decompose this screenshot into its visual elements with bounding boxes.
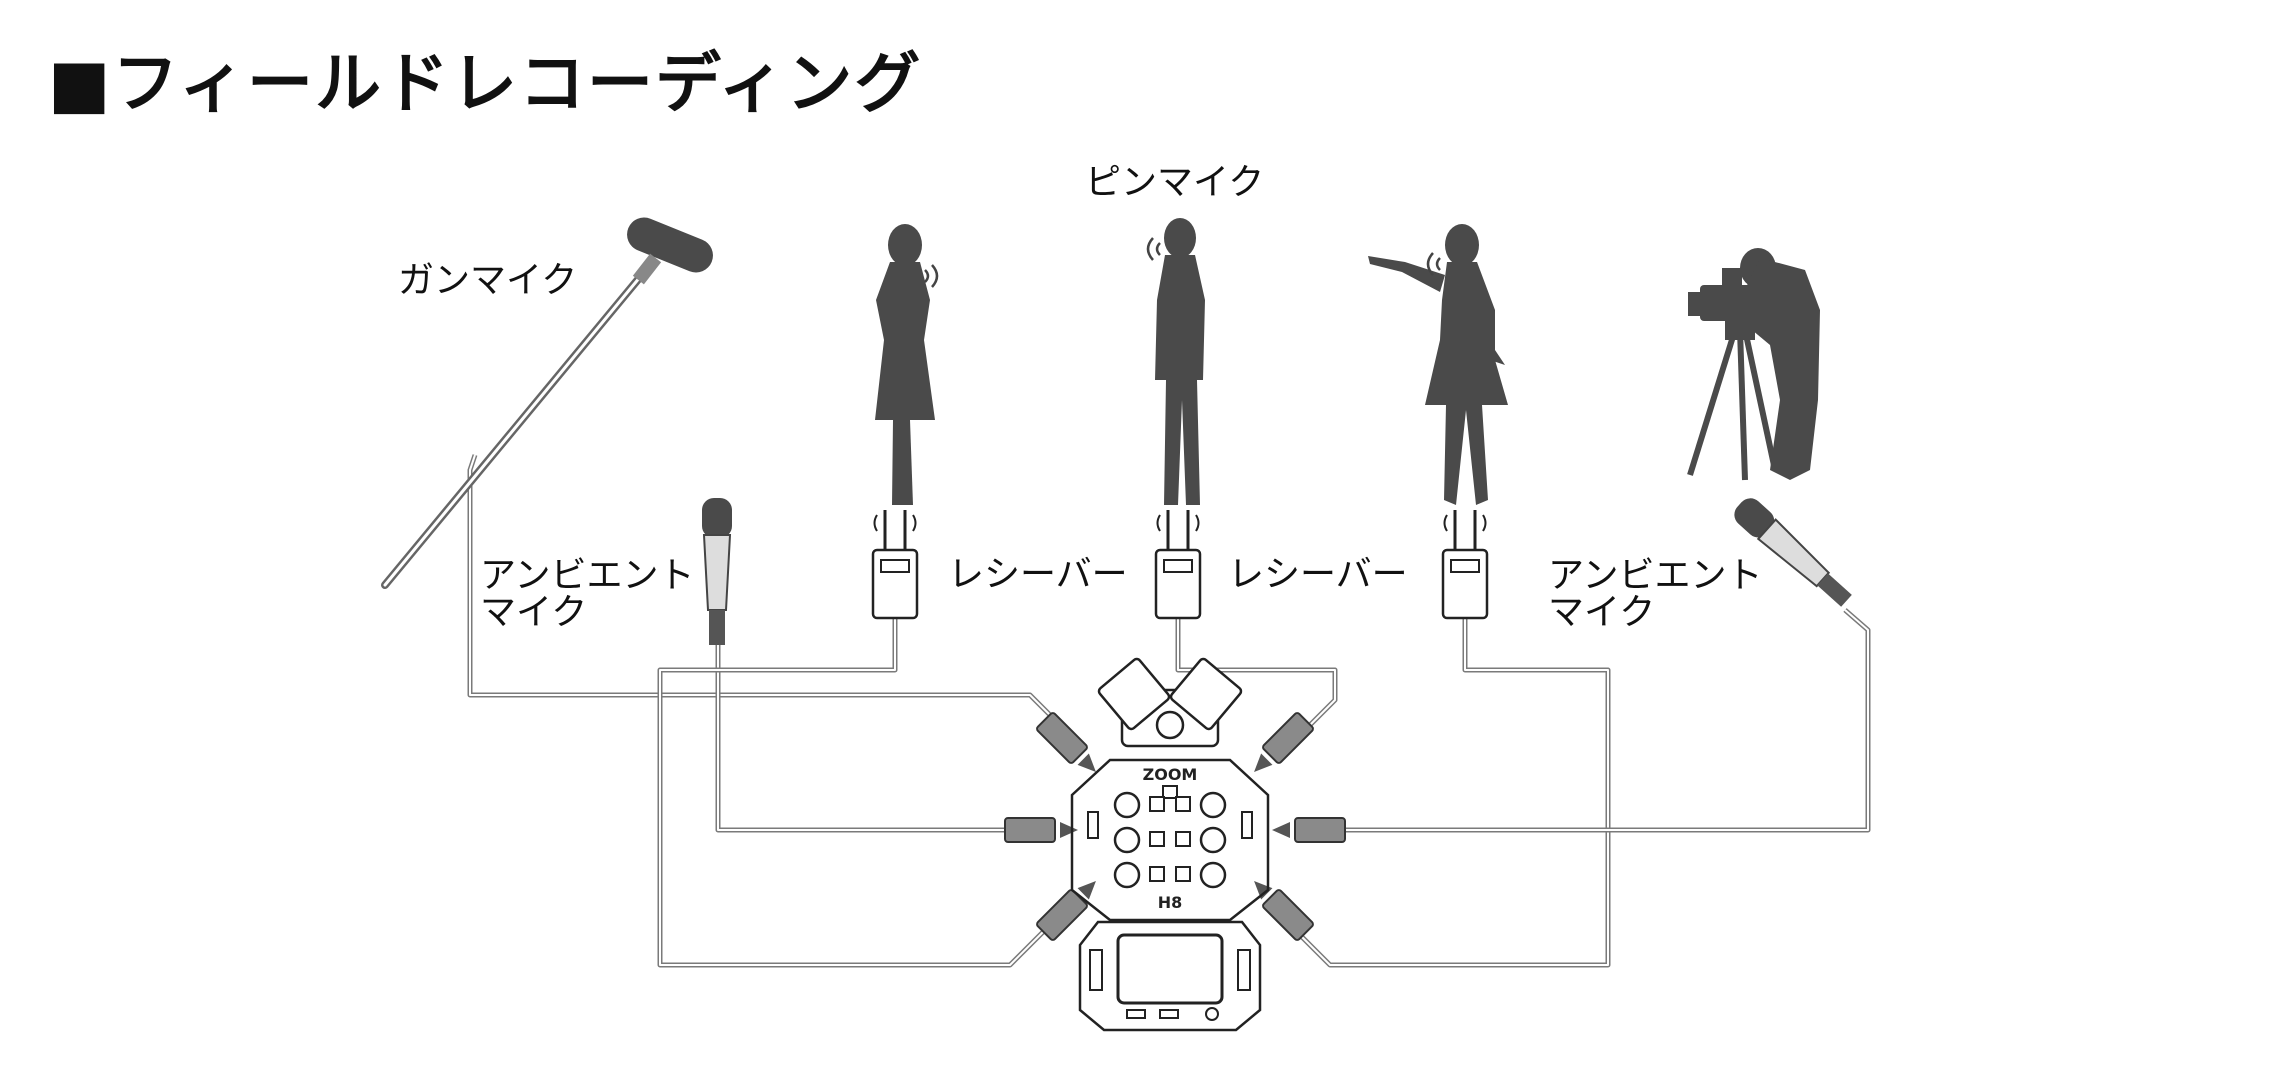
model-label: H8 (1158, 893, 1183, 912)
h8-screen (1116, 933, 1224, 1005)
ambient-mic-right-label-line2: マイク (1548, 592, 1655, 633)
gun-mic (381, 217, 713, 589)
xlr-plug-top-right (1254, 712, 1314, 772)
person-right-silhouette (1368, 224, 1508, 505)
h8-lower-body (1078, 920, 1262, 1032)
person-left-silhouette (875, 224, 939, 505)
ambient-mic-left-cable (715, 645, 1010, 833)
xlr-plug-top-left (1036, 712, 1096, 772)
ambient-mic-right (1734, 498, 1852, 607)
connectors (1004, 712, 1346, 941)
ambient-mic-right-cable (1340, 608, 1871, 833)
receiver-1-unit (871, 510, 919, 620)
gun-mic-label: ガンマイク (398, 260, 577, 301)
h8-recorder: ZOOM H8 (1070, 657, 1270, 1032)
receiver-1-label: レシーバー (948, 554, 1128, 595)
ambient-mic-left-label-line2: マイク (480, 592, 587, 633)
brand-logo: ZOOM (1143, 765, 1198, 784)
receiver-3-unit (1441, 510, 1489, 620)
receiver-2-label: レシーバー (1228, 554, 1408, 595)
xlr-plug-bottom-right (1254, 881, 1314, 941)
h8-body (1070, 758, 1270, 922)
xlr-plug-mid-left (1004, 817, 1078, 843)
page-title: ■フィールドレコーディング (48, 45, 923, 122)
xy-mic-capsule (1097, 657, 1243, 748)
cables (467, 454, 1871, 968)
xlr-plug-mid-right (1272, 817, 1346, 843)
receiver-2-unit (1154, 510, 1202, 620)
ambient-mic-right-label-line1: アンビエント (1548, 555, 1763, 596)
camera-operator-silhouette (1687, 248, 1820, 481)
ambient-mic-left-label-line1: アンビエント (480, 555, 695, 596)
ambient-mic-left (702, 498, 732, 645)
pin-mic-label: ピンマイク (1085, 162, 1264, 203)
person-center-silhouette (1146, 218, 1205, 505)
